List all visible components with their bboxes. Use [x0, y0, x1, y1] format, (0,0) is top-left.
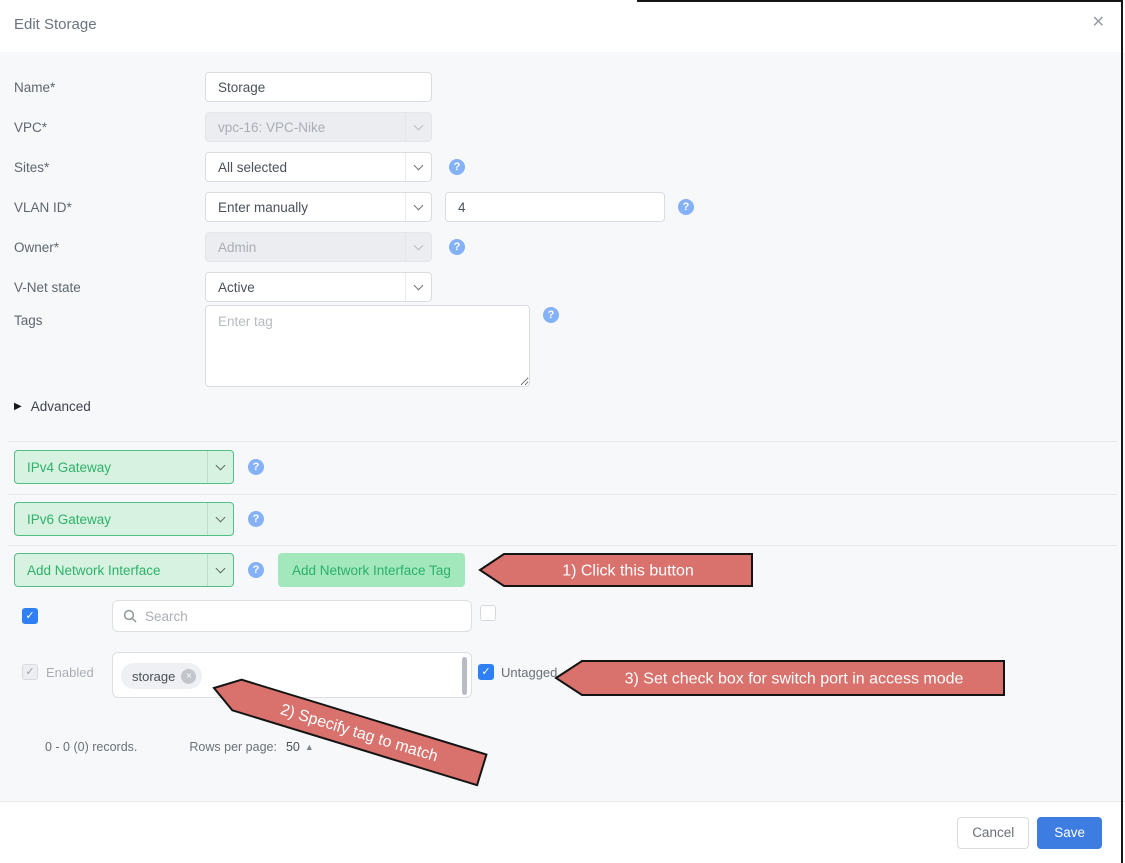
advanced-label: Advanced: [30, 399, 91, 414]
ipv6-help-icon[interactable]: ?: [248, 511, 264, 527]
sort-up-icon[interactable]: ▲: [304, 742, 314, 752]
save-button[interactable]: Save: [1037, 816, 1102, 849]
page-title: Edit Storage: [14, 16, 97, 33]
rows-per-page-value[interactable]: 50: [285, 740, 300, 754]
annotation-step3-banner: 3) Set check box for switch port in acce…: [554, 660, 1005, 696]
divider: [8, 494, 1117, 495]
chevron-down-icon: [207, 554, 233, 586]
search-box: [112, 600, 472, 632]
sites-label: Sites*: [14, 159, 50, 175]
ipv4-help-icon[interactable]: ?: [248, 459, 264, 475]
ipv6-gateway-select[interactable]: IPv6 Gateway: [14, 502, 234, 536]
owner-select-value: Admin: [218, 239, 257, 255]
vlan-help-icon[interactable]: ?: [678, 199, 694, 215]
vlan-mode-value: Enter manually: [218, 199, 309, 215]
vnet-state-label: V-Net state: [14, 279, 81, 295]
name-label: Name*: [14, 79, 56, 95]
vlan-label: VLAN ID*: [14, 199, 72, 215]
caret-right-icon: ▶: [14, 401, 22, 412]
annotation-step1-banner: 1) Click this button: [478, 553, 753, 587]
tag-chip-label: storage: [132, 668, 176, 684]
ipv6-gateway-label: IPv6 Gateway: [27, 511, 112, 527]
sites-help-icon[interactable]: ?: [449, 159, 465, 175]
chevron-down-icon: [405, 193, 431, 221]
chevron-down-icon: [405, 113, 431, 141]
tags-label: Tags: [14, 313, 43, 328]
chevron-down-icon: [405, 273, 431, 301]
vlan-id-input[interactable]: [445, 192, 665, 222]
sites-select-value: All selected: [218, 159, 288, 175]
vpc-label: VPC*: [14, 119, 48, 135]
modal-footer: Cancel Save: [0, 801, 1125, 863]
tag-match-input[interactable]: storage ×: [112, 652, 472, 698]
vpc-select: vpc-16: VPC-Nike: [205, 112, 432, 142]
chevron-down-icon: [207, 503, 233, 535]
vlan-mode-select[interactable]: Enter manually: [205, 192, 432, 222]
tags-textarea[interactable]: [205, 305, 530, 387]
divider: [8, 545, 1117, 546]
tags-help-icon[interactable]: ?: [543, 307, 559, 323]
frame-border-right: [1121, 0, 1123, 863]
modal-body: Name* VPC* vpc-16: VPC-Nike Sites* All s…: [0, 52, 1125, 801]
add-interface-help-icon[interactable]: ?: [248, 562, 264, 578]
check-icon: ✓: [481, 665, 491, 678]
owner-label: Owner*: [14, 239, 60, 255]
search-icon: [123, 609, 137, 623]
annotation-step2-banner: 2) Specify tag to match: [212, 678, 488, 787]
annotation-step1-text: 1) Click this button: [562, 563, 694, 580]
records-count: 0 - 0 (0) records.: [45, 740, 138, 754]
vnet-state-value: Active: [218, 279, 255, 295]
divider: [8, 441, 1117, 442]
vpc-select-value: vpc-16: VPC-Nike: [218, 119, 326, 135]
vnet-state-select[interactable]: Active: [205, 272, 432, 302]
untagged-label: Untagged: [501, 665, 558, 680]
name-input[interactable]: [205, 72, 432, 102]
search-input[interactable]: [145, 608, 461, 624]
sites-select[interactable]: All selected: [205, 152, 432, 182]
remove-tag-icon[interactable]: ×: [181, 668, 197, 684]
select-all-checkbox[interactable]: ✓: [22, 608, 38, 624]
enabled-checkbox: ✓: [22, 664, 38, 680]
ipv4-gateway-label: IPv4 Gateway: [27, 459, 112, 475]
add-network-interface-select[interactable]: Add Network Interface: [14, 553, 234, 587]
chevron-down-icon: [405, 233, 431, 261]
scrollbar-thumb[interactable]: [462, 657, 467, 695]
advanced-toggle[interactable]: ▶ Advanced: [14, 399, 91, 414]
enabled-label: Enabled: [46, 665, 94, 680]
close-icon[interactable]: ✕: [1091, 14, 1105, 31]
check-icon: ✓: [25, 609, 35, 622]
annotation-step3-text: 3) Set check box for switch port in acce…: [625, 671, 964, 688]
add-network-interface-label: Add Network Interface: [27, 562, 161, 578]
check-icon: ✓: [25, 665, 35, 678]
owner-select: Admin: [205, 232, 432, 262]
frame-border-top: [637, 0, 1123, 2]
cancel-button[interactable]: Cancel: [957, 816, 1030, 849]
ipv4-gateway-select[interactable]: IPv4 Gateway: [14, 450, 234, 484]
chevron-down-icon: [207, 451, 233, 483]
tag-chip: storage ×: [121, 663, 203, 689]
add-network-interface-tag-button[interactable]: Add Network Interface Tag: [278, 553, 465, 587]
untagged-checkbox[interactable]: ✓: [478, 664, 494, 680]
chevron-down-icon: [405, 153, 431, 181]
header-untagged-checkbox[interactable]: [480, 605, 496, 621]
owner-help-icon[interactable]: ?: [449, 239, 465, 255]
rows-per-page-label: Rows per page:: [189, 740, 277, 754]
